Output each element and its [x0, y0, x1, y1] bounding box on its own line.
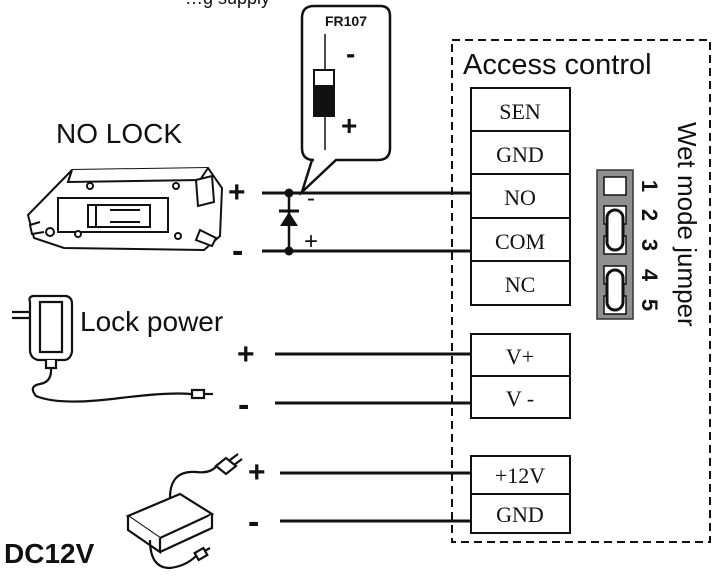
terminal-plus-12v: +12V: [495, 463, 545, 488]
top-partial-text: …g supply: [185, 0, 270, 8]
wall-plug-adapter-icon: [12, 294, 213, 403]
desktop-power-supply-icon: [125, 453, 243, 570]
jumper-cap-2-3: [605, 208, 625, 252]
electric-strike-lock-icon: [26, 166, 224, 252]
dc12v-plus: +: [248, 456, 266, 489]
diode-anode-sign: +: [304, 228, 318, 255]
terminal-no: NO: [504, 185, 536, 210]
diode-part-number: FR107: [325, 13, 367, 29]
access-control-box: [451, 39, 711, 543]
wet-mode-jumper-label: Wet mode jumper: [672, 122, 702, 327]
jumper-pin-label-5: 5: [637, 299, 662, 311]
no-lock-plus: +: [228, 176, 246, 209]
diode-callout-plus: +: [341, 110, 357, 141]
jumper-cap-4-5: [605, 268, 625, 312]
supply-terminal-block: +12V GND: [470, 455, 571, 534]
wires: [262, 191, 471, 523]
jumper-pin-1: [603, 176, 627, 196]
diode-callout-minus: -: [346, 38, 355, 69]
terminal-sen: SEN: [499, 99, 541, 124]
dc12v-minus: -: [248, 503, 259, 541]
access-control-title: Access control: [463, 49, 652, 81]
no-lock-minus: -: [232, 232, 243, 270]
lock-power-label: Lock power: [80, 306, 223, 337]
jumper-pin-label-4: 4: [637, 269, 662, 282]
terminal-gnd-relay: GND: [496, 142, 544, 167]
terminal-nc: NC: [505, 272, 536, 297]
lock-power-plus: +: [237, 338, 255, 371]
diode-across-lock: - +: [279, 185, 318, 256]
diode-cathode-sign: -: [307, 185, 315, 212]
terminal-v-minus: V -: [506, 386, 534, 411]
jumper-pin-label-2: 2: [637, 209, 662, 221]
relay-terminal-block: SEN GND NO COM NC: [470, 87, 571, 306]
terminal-com: COM: [495, 229, 545, 254]
lock-power-terminal-block: V+ V -: [470, 333, 571, 419]
diode-callout: FR107 - +: [299, 4, 392, 197]
jumper-pin-label-1: 1: [637, 180, 662, 192]
dc12v-label: DC12V: [4, 538, 95, 569]
lock-power-minus: -: [238, 386, 249, 424]
no-lock-label: NO LOCK: [56, 118, 182, 149]
wet-mode-jumper: 1 2 3 4 5 Wet mode jumper: [596, 122, 702, 327]
diode-icon: [279, 209, 299, 226]
jumper-pin-label-3: 3: [637, 239, 662, 251]
terminal-gnd-supply: GND: [496, 502, 544, 527]
terminal-v-plus: V+: [506, 344, 534, 369]
